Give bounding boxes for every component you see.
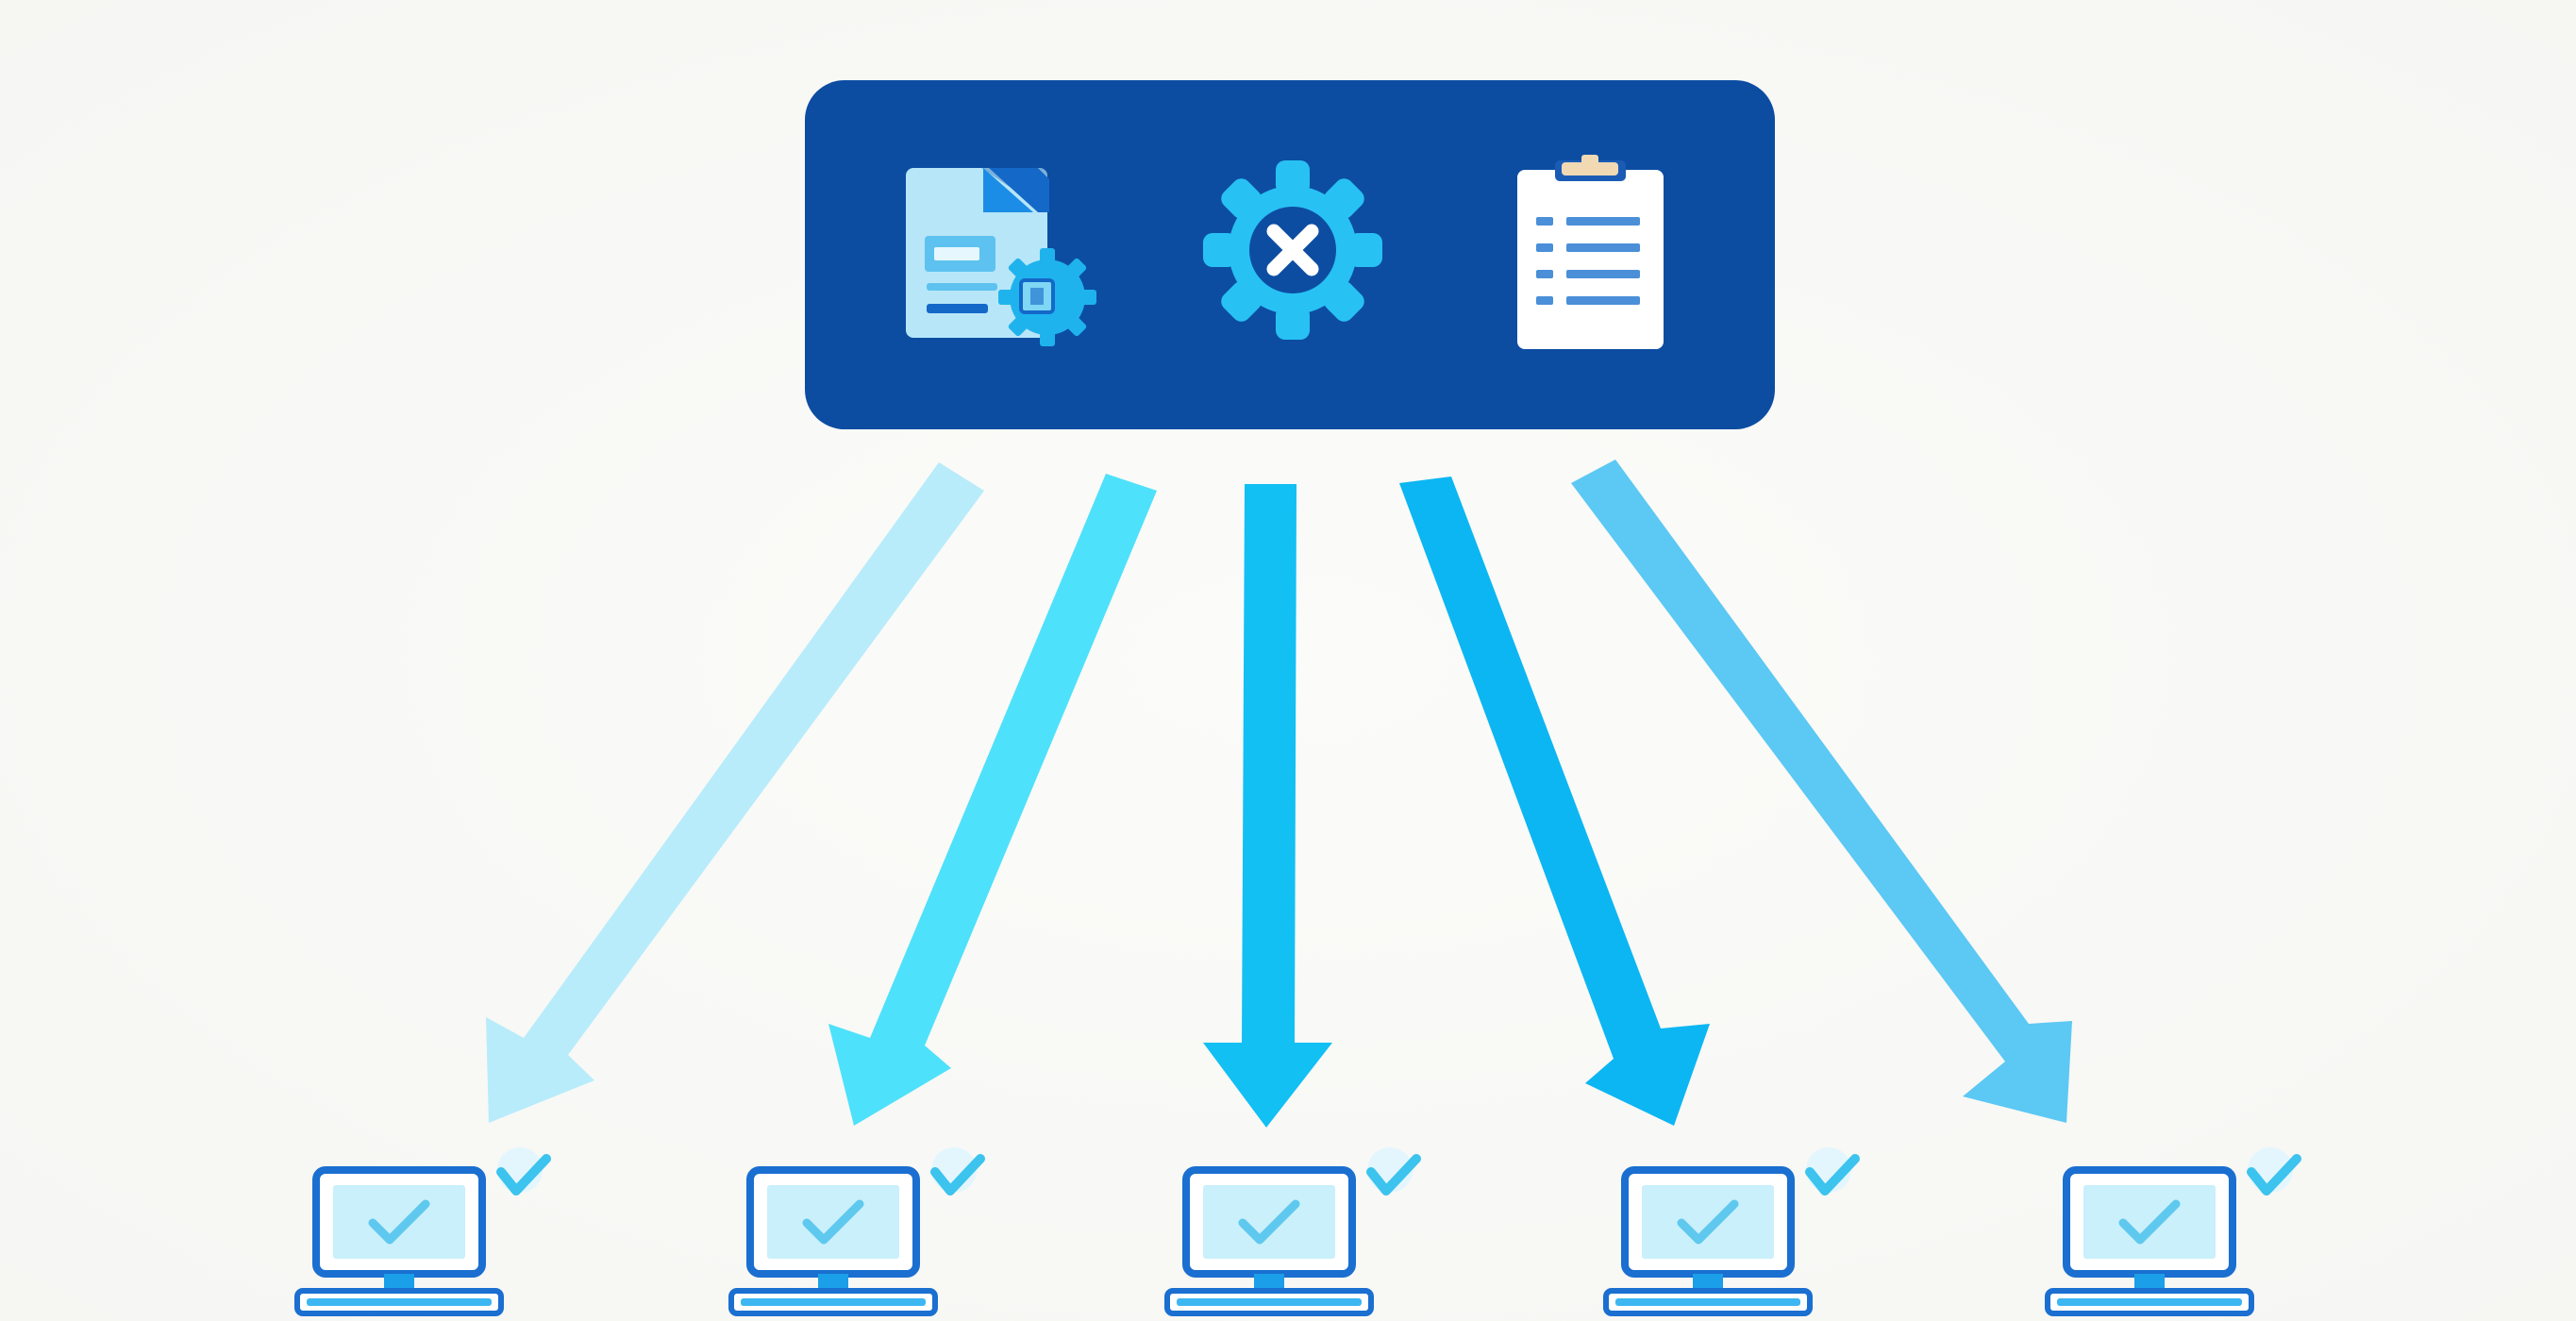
checkmark-icon	[930, 1147, 985, 1196]
endpoint-computer	[2045, 1147, 2301, 1316]
gear-x-icon	[1203, 160, 1382, 340]
clipboard-checklist-icon	[1517, 155, 1664, 349]
checkmark-icon	[1366, 1147, 1421, 1196]
checkmark-icon	[2247, 1147, 2301, 1196]
arrow-2	[828, 474, 1157, 1126]
arrow-5	[1571, 460, 2072, 1123]
endpoint-computer	[1603, 1147, 1860, 1316]
computer-icon	[1603, 1166, 1813, 1316]
endpoints	[294, 1147, 2301, 1316]
arrow-1	[486, 462, 984, 1123]
endpoint-computer	[1164, 1147, 1421, 1316]
checkmark-icon	[1805, 1147, 1860, 1196]
arrow-4	[1399, 477, 1710, 1126]
endpoint-computer	[728, 1147, 985, 1316]
computer-icon	[1164, 1166, 1374, 1316]
hub-box	[805, 80, 1775, 429]
computer-icon	[2045, 1166, 2254, 1316]
arrow-3	[1203, 484, 1332, 1128]
computer-icon	[728, 1166, 938, 1316]
computer-icon	[294, 1166, 504, 1316]
checkmark-icon	[496, 1147, 551, 1196]
endpoint-computer	[294, 1147, 551, 1316]
document-settings-icon	[906, 168, 1096, 346]
crescent-moon-icon	[2134, 972, 2196, 1066]
